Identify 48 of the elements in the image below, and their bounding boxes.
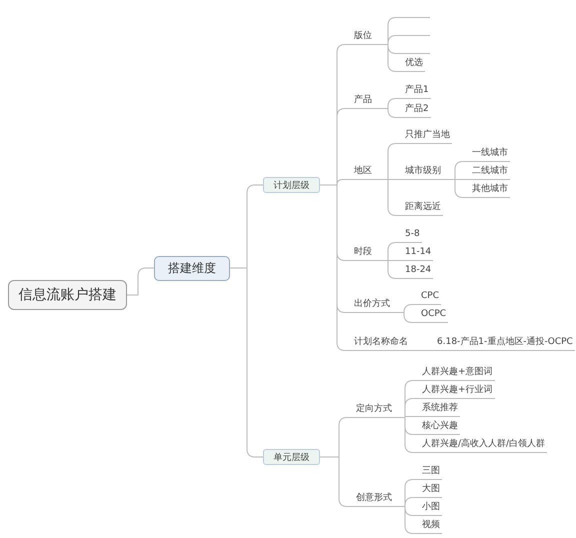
topic-label: 产品1 — [404, 83, 431, 99]
topic-label: 一线城市 — [471, 146, 510, 162]
topic-label: 18-24 — [404, 263, 434, 279]
topic-label: 出价方式 — [353, 297, 392, 313]
topic-label: 优选 — [404, 56, 425, 72]
branch-line — [374, 44, 404, 72]
branch-line — [230, 268, 264, 458]
topic-label: 视频 — [421, 518, 442, 534]
topic-label: 城市级别 — [404, 164, 443, 180]
subtopic-box: 单元层级 — [263, 449, 320, 465]
branch-line — [392, 312, 420, 323]
topic-label: CPC — [420, 289, 441, 305]
topic-label: 产品 — [353, 93, 374, 109]
topic-label: 5-8 — [404, 227, 422, 243]
topic-label: OCPC — [420, 307, 448, 323]
main-topic-box: 搭建维度 — [154, 256, 230, 280]
topic-label: 计划名称命名 — [353, 335, 410, 351]
topic-label: 小图 — [421, 500, 442, 516]
topic-label: 距离远近 — [404, 200, 443, 216]
topic-label: 人群兴趣/高收入人群/白领人群 — [421, 437, 548, 453]
branch-line — [442, 179, 472, 198]
branch-line — [374, 179, 404, 216]
topic-label: 版位 — [353, 29, 374, 45]
topic-label: 三图 — [421, 464, 442, 480]
subtopic-box: 计划层级 — [263, 177, 320, 193]
topic-label: 大图 — [421, 482, 442, 498]
branch-line — [320, 456, 356, 507]
branch-line — [410, 350, 436, 351]
topic-label: 只推广当地 — [404, 128, 452, 144]
topic-label: 地区 — [353, 164, 374, 180]
topic-label: 11-14 — [404, 245, 434, 261]
topic-label: 其他城市 — [471, 182, 510, 198]
root-topic-box: 信息流账户搭建 — [8, 280, 127, 310]
topic-label: 人群兴趣+行业词 — [421, 383, 495, 399]
branch-line — [394, 417, 422, 453]
branch-line — [374, 108, 404, 118]
topic-label: 核心兴趣 — [421, 419, 460, 435]
topic-label: 定向方式 — [355, 402, 394, 418]
topic-label: 人群兴趣+意图词 — [421, 365, 495, 381]
topic-label: 创意形式 — [355, 491, 394, 507]
topic-label: 6.18-产品1-重点地区-通投-OCPC — [436, 335, 575, 351]
branch-line — [374, 260, 404, 279]
branch-line — [320, 184, 354, 351]
topic-label: 二线城市 — [471, 164, 510, 180]
topic-label: 时段 — [353, 245, 374, 261]
branch-line — [394, 506, 422, 534]
topic-label: 系统推荐 — [421, 401, 460, 417]
topic-label: 产品2 — [404, 102, 431, 118]
